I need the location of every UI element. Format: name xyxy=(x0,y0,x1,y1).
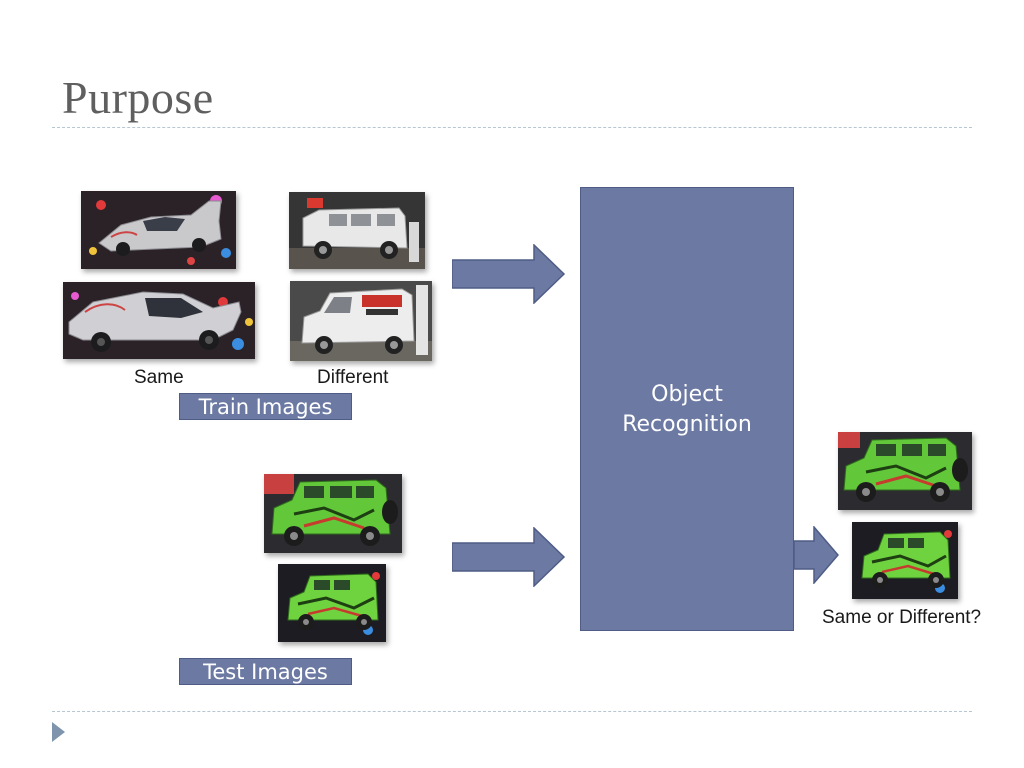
title-divider xyxy=(52,127,972,128)
train-same-image-1 xyxy=(81,191,236,269)
output-image-1 xyxy=(838,432,972,510)
train-images-label: Train Images xyxy=(179,393,352,420)
object-recognition-box: Object Recognition xyxy=(580,187,794,631)
different-caption: Different xyxy=(317,367,389,388)
object-recognition-label: Object Recognition xyxy=(622,382,752,437)
output-arrow xyxy=(794,526,840,584)
train-different-image-2 xyxy=(290,281,432,361)
train-same-image-2 xyxy=(63,282,255,359)
test-image-1 xyxy=(264,474,402,553)
output-image-2 xyxy=(852,522,958,599)
test-image-2 xyxy=(278,564,386,642)
footer-divider xyxy=(52,711,972,712)
same-caption: Same xyxy=(134,367,184,388)
bullet-triangle-icon xyxy=(52,722,65,742)
test-images-label: Test Images xyxy=(179,658,352,685)
train-different-image-1 xyxy=(289,192,425,269)
slide-title: Purpose xyxy=(62,72,214,123)
train-arrow xyxy=(452,244,566,304)
output-caption: Same or Different? xyxy=(822,607,982,628)
test-arrow xyxy=(452,527,566,587)
